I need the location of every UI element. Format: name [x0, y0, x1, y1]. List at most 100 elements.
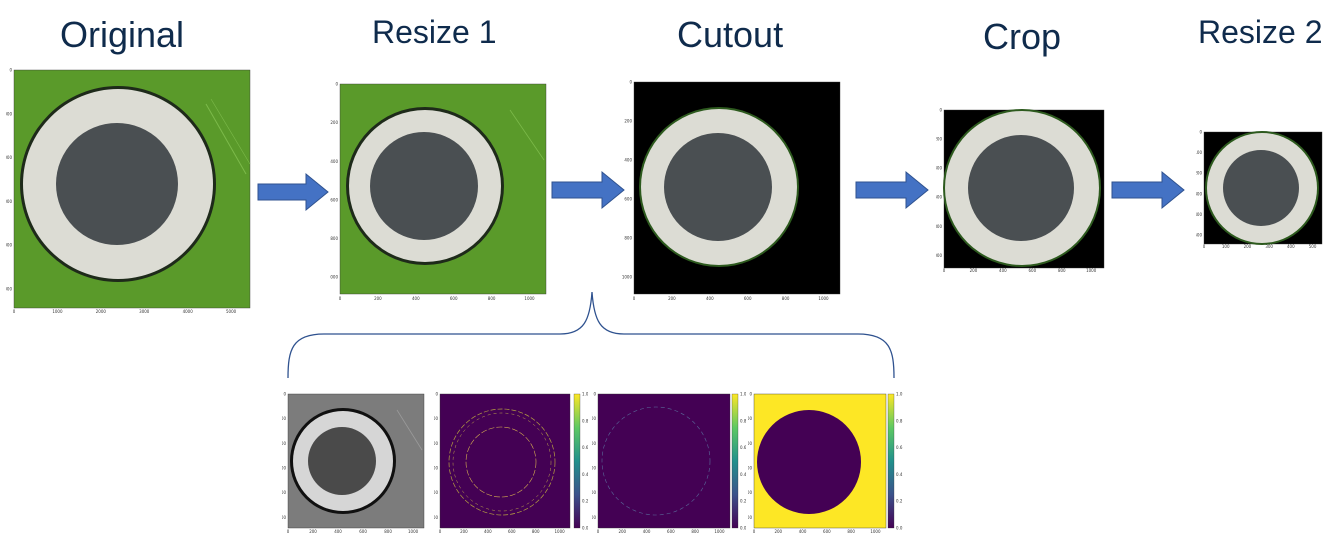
colorbar-tick-label: 0.8 — [896, 418, 903, 423]
x-tick-label: 200 — [668, 296, 676, 301]
colorbar-tick-label: 0.8 — [582, 418, 588, 423]
x-tick-label: 200 — [970, 268, 978, 273]
x-tick-label: 5000 — [226, 309, 237, 314]
y-tick-label: 0 — [435, 392, 438, 397]
colorbar-tick-label: 0.0 — [582, 526, 588, 531]
right-arrow-icon — [551, 170, 625, 210]
x-tick-label: 0 — [943, 268, 946, 273]
x-tick-label: 0 — [287, 529, 290, 534]
y-tick-label: 800 — [330, 236, 338, 241]
x-tick-label: 200 — [1244, 244, 1252, 249]
x-tick-label: 0 — [633, 296, 636, 301]
y-tick-label: 800 — [592, 490, 596, 495]
y-tick-label: 4000 — [6, 243, 12, 248]
x-tick-label: 400 — [412, 296, 420, 301]
colorbar-tick-label: 0.8 — [740, 418, 746, 423]
x-tick-label: 1000 — [52, 309, 63, 314]
colorbar-tick-label: 0.4 — [582, 472, 588, 477]
y-tick-label: 200 — [592, 416, 596, 421]
right-arrow-icon — [257, 172, 329, 212]
x-tick-label: 600 — [450, 296, 458, 301]
x-tick-label: 600 — [359, 529, 367, 534]
y-tick-label: 1000 — [6, 111, 12, 116]
x-tick-label: 400 — [799, 529, 807, 534]
x-tick-label: 600 — [667, 529, 675, 534]
x-tick-label: 800 — [847, 529, 855, 534]
x-tick-label: 1000 — [870, 529, 881, 534]
y-tick-label: 200 — [1196, 171, 1202, 176]
colorbar — [887, 393, 895, 529]
x-tick-label: 800 — [488, 296, 496, 301]
colorbar-tick-label: 0.0 — [896, 526, 903, 531]
x-tick-label: 0 — [439, 529, 442, 534]
x-tick-label: 200 — [774, 529, 782, 534]
y-tick-label: 300 — [1196, 191, 1202, 196]
y-tick-label: 200 — [624, 119, 632, 124]
x-tick-label: 1000 — [818, 296, 829, 301]
colorbar-tick-label: 0.6 — [740, 445, 746, 450]
y-tick-label: 400 — [592, 441, 596, 446]
x-tick-label: 400 — [706, 296, 714, 301]
colorbar-tick-label: 0.2 — [582, 499, 588, 504]
x-tick-label: 1000 — [524, 296, 535, 301]
y-tick-label: 1000 — [748, 515, 752, 520]
y-tick-label: 600 — [748, 465, 752, 470]
x-tick-label: 200 — [460, 529, 468, 534]
y-tick-label: 500 — [1196, 233, 1202, 238]
colorbar — [731, 393, 739, 529]
x-tick-label: 400 — [1287, 244, 1295, 249]
title-crop: Crop — [983, 16, 1062, 57]
colorbar-ticks-edges: 0.00.20.40.60.81.0 — [582, 392, 588, 531]
colorbar-tick-label: 0.4 — [740, 472, 746, 477]
y-tick-label: 3000 — [6, 199, 12, 204]
x-tick-label: 200 — [309, 529, 317, 534]
y-tick-label: 800 — [434, 490, 438, 495]
y-tick-label: 400 — [1196, 212, 1202, 217]
x-tick-label: 0 — [339, 296, 342, 301]
x-tick-label: 0 — [13, 309, 16, 314]
y-tick-label: 0 — [335, 82, 338, 87]
y-tick-label: 0 — [629, 80, 632, 85]
y-tick-label: 1000 — [330, 275, 338, 280]
title-cutout: Cutout — [677, 14, 784, 55]
y-tick-label: 2000 — [6, 155, 12, 160]
x-tick-label: 2000 — [96, 309, 107, 314]
x-tick-label: 300 — [1265, 244, 1273, 249]
colorbar-tick-label: 0.6 — [582, 445, 588, 450]
y-tick-label: 1000 — [282, 515, 286, 520]
y-tick-label: 200 — [330, 120, 338, 125]
x-tick-label: 100 — [1222, 244, 1230, 249]
colorbar-tick-label: 0.2 — [740, 499, 746, 504]
y-tick-label: 600 — [592, 465, 596, 470]
y-tick-label: 1000 — [434, 515, 438, 520]
y-tick-label: 400 — [282, 441, 286, 446]
y-tick-label: 1000 — [592, 515, 596, 520]
x-tick-label: 800 — [1058, 268, 1066, 273]
y-tick-label: 600 — [330, 197, 338, 202]
colorbar-tick-label: 0.6 — [896, 445, 903, 450]
title-resize2: Resize 2 — [1198, 14, 1323, 50]
y-tick-label: 200 — [936, 137, 942, 142]
x-tick-label: 200 — [618, 529, 626, 534]
